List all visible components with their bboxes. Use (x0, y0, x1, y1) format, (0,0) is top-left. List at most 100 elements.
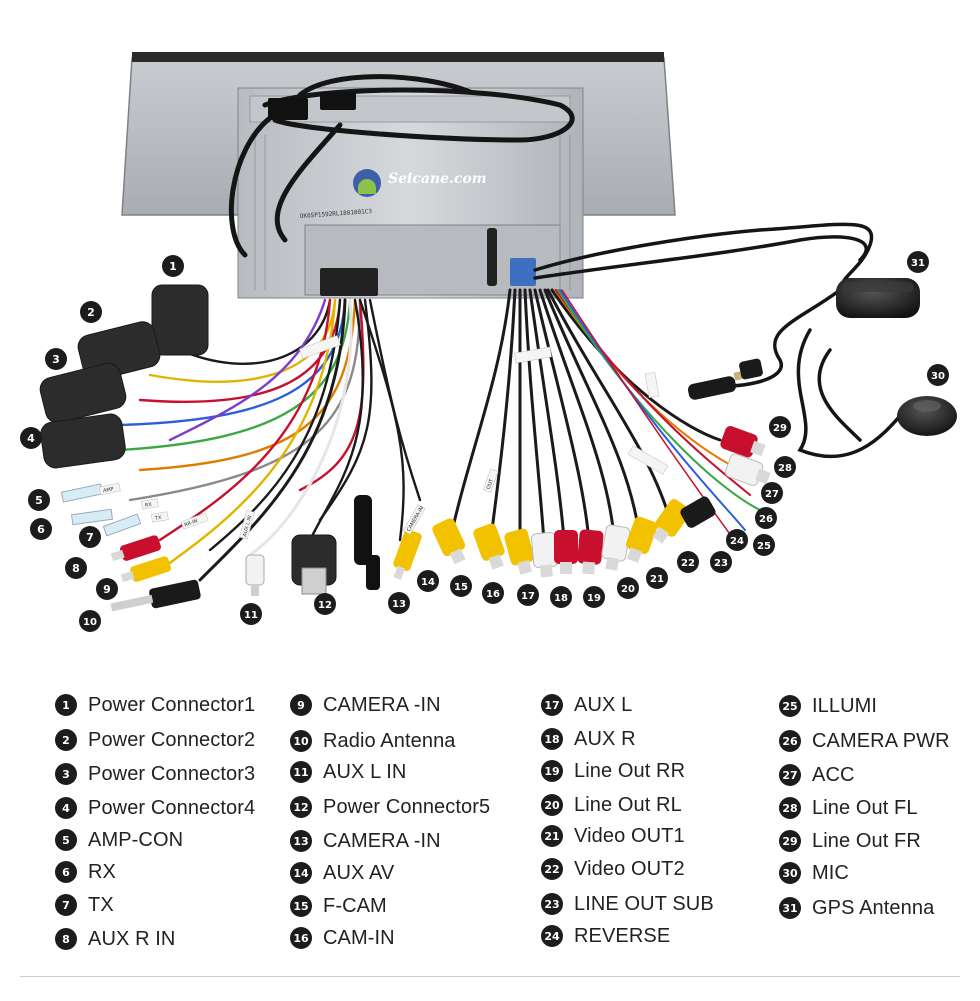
left-plugs (60, 483, 422, 612)
svg-text:1: 1 (169, 260, 177, 273)
legend-label: ACC (812, 763, 855, 786)
tag-text: AMP (103, 486, 115, 494)
svg-text:29: 29 (773, 423, 787, 434)
legend-label: ILLUMI (812, 694, 878, 717)
legend-label: Power Connector1 (88, 693, 256, 716)
svg-text:18: 18 (554, 593, 568, 604)
legend-number: 10 (290, 730, 312, 752)
rca-plugs (432, 425, 771, 578)
badge-29: 29 (769, 416, 791, 438)
svg-text:17: 17 (521, 591, 535, 602)
legend-label: Line Out RL (574, 793, 682, 816)
badge-3: 3 (45, 348, 67, 370)
legend-number: 6 (55, 861, 77, 883)
tag-text: RX (145, 502, 153, 509)
badge-1: 1 (162, 255, 184, 277)
legend-number: 26 (779, 730, 801, 752)
legend-label: AUX L (574, 693, 633, 716)
svg-text:8: 8 (72, 562, 80, 575)
legend-number: 11 (290, 761, 312, 783)
legend-label: Line Out RR (574, 759, 686, 782)
mic-jack (687, 358, 763, 400)
badge-27: 27 (761, 482, 783, 504)
svg-text:14: 14 (421, 577, 435, 588)
legend-item: 7 TX (55, 890, 114, 920)
legend-number: 9 (290, 694, 312, 716)
svg-text:25: 25 (757, 541, 771, 552)
legend-number: 24 (541, 925, 563, 947)
legend-item: 27 ACC (779, 760, 855, 790)
svg-text:3: 3 (52, 353, 60, 366)
svg-text:5: 5 (35, 494, 43, 507)
brand-text: Seicane.com (388, 171, 487, 187)
legend-number: 20 (541, 794, 563, 816)
tag-text: RR-IN (184, 518, 199, 528)
svg-text:9: 9 (103, 583, 111, 596)
legend-number: 27 (779, 764, 801, 786)
legend-item: 26 CAMERA PWR (779, 726, 950, 756)
badge-23: 23 (710, 551, 732, 573)
legend-number: 30 (779, 862, 801, 884)
badge-14: 14 (417, 570, 439, 592)
legend-number: 18 (541, 728, 563, 750)
badge-30: 30 (927, 364, 949, 386)
legend-number: 13 (290, 830, 312, 852)
legend-label: AUX L IN (323, 760, 407, 783)
legend-label: AMP-CON (88, 828, 184, 851)
android-logo-icon (353, 169, 381, 197)
wiring-diagram: Seicane.com OK6SP1592RL1801001C3 (20, 52, 957, 632)
svg-text:27: 27 (765, 489, 779, 500)
legend-number: 23 (541, 893, 563, 915)
svg-text:22: 22 (681, 558, 695, 569)
badge-18: 18 (550, 586, 572, 608)
svg-text:10: 10 (83, 617, 97, 628)
legend-label: F-CAM (323, 894, 387, 917)
svg-text:2: 2 (87, 306, 95, 319)
badge-9: 9 (96, 578, 118, 600)
legend-number: 7 (55, 894, 77, 916)
svg-text:23: 23 (714, 558, 728, 569)
badge-10: 10 (79, 610, 101, 632)
legend-label: TX (88, 893, 114, 916)
tag-text: AUX L IN (242, 515, 253, 538)
legend-number: 16 (290, 927, 312, 949)
legend-label: Video OUT2 (574, 857, 685, 880)
legend-number: 29 (779, 830, 801, 852)
legend-label: Radio Antenna (323, 729, 456, 752)
badge-2: 2 (80, 301, 102, 323)
legend-label: CAMERA PWR (812, 729, 950, 752)
badge-11: 11 (240, 603, 262, 625)
footer-divider (20, 976, 960, 977)
legend-item: 11 AUX L IN (290, 757, 406, 787)
svg-text:20: 20 (621, 584, 635, 595)
svg-text:26: 26 (759, 514, 773, 525)
badge-5: 5 (28, 489, 50, 511)
legend-label: Power Connector4 (88, 796, 256, 819)
legend-label: Video OUT1 (574, 824, 685, 847)
legend-number: 28 (779, 797, 801, 819)
legend-number: 4 (55, 797, 77, 819)
badge-15: 15 (450, 575, 472, 597)
badge-28: 28 (774, 456, 796, 478)
legend-item: 4 Power Connector4 (55, 793, 255, 823)
legend-number: 2 (55, 729, 77, 751)
legend-label: Power Connector5 (323, 795, 491, 818)
svg-text:15: 15 (454, 582, 468, 593)
legend-label: MIC (812, 861, 849, 884)
svg-text:7: 7 (86, 531, 94, 544)
